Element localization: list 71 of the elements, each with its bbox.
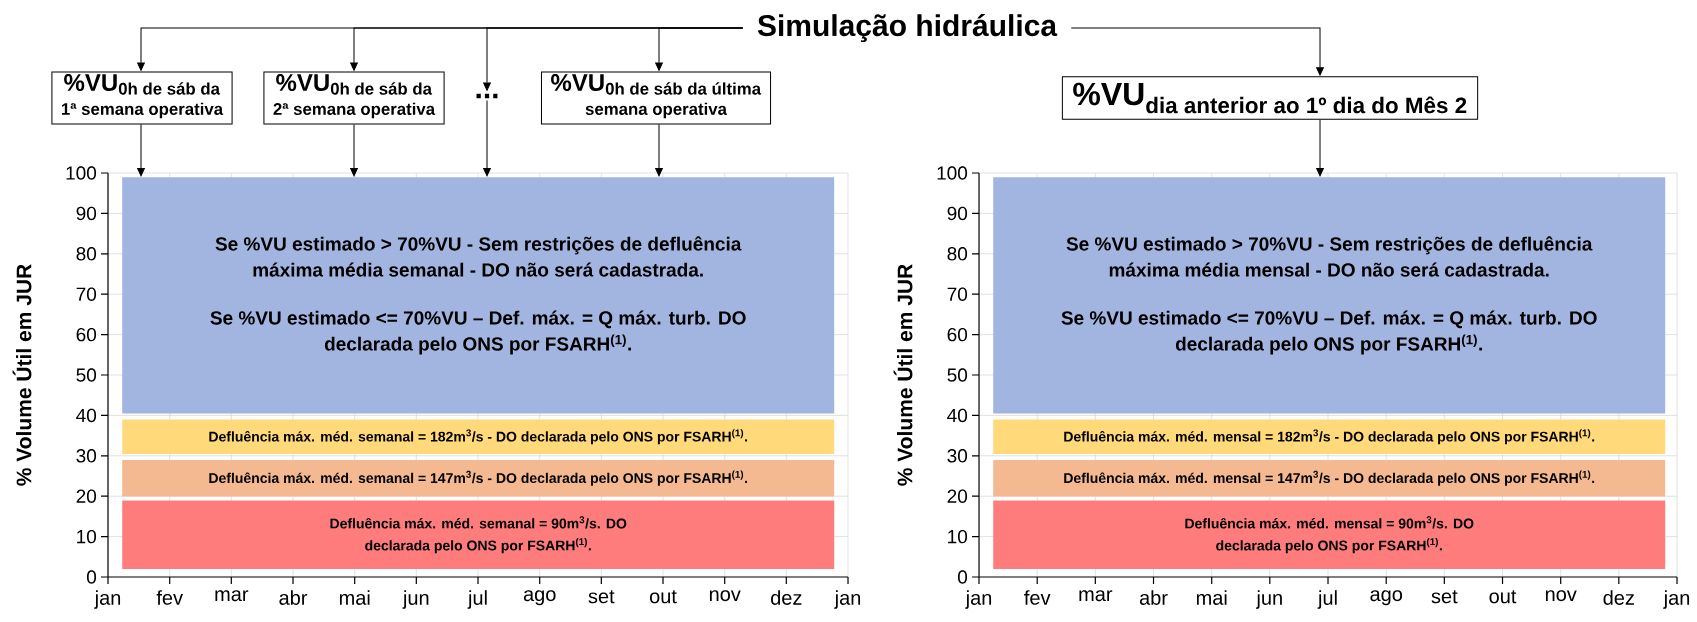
- tick-label: 0: [87, 570, 97, 584]
- tick-label: dez: [1603, 590, 1634, 605]
- tick-label: jan: [834, 590, 861, 609]
- tick-label: 50: [947, 368, 968, 382]
- tick-label: 90: [76, 206, 97, 221]
- tick-label: 40: [76, 408, 97, 423]
- tick-label: set: [588, 590, 615, 604]
- tick-label: set: [1431, 590, 1458, 604]
- tick-label: 70: [947, 287, 968, 301]
- tick-label: jul: [467, 590, 487, 609]
- tick-label: 30: [947, 449, 968, 463]
- tick-label: jan: [965, 590, 992, 609]
- band: Defluência máx. méd. semanal = 182m$^{3}$/s - DO declarada pelo ONS por FSARH$^{(1)}$.: [122, 419, 835, 454]
- tick-label: out: [649, 590, 677, 604]
- arrow: [655, 124, 663, 177]
- arrow: [655, 27, 744, 71]
- tick-label: abr: [279, 590, 308, 605]
- band: Se %VU estimado > 70%VU - Sem restrições de defluência máxima média mensal - DO não será cadastrada. Se %VU estimado <= 70%VU – Def. máx. = Q máx. turb. DO declarada pelo ONS por FSARH$^{(1)}$.: [993, 177, 1666, 414]
- tick-label: mai: [339, 590, 370, 605]
- tick-label: jan: [94, 590, 121, 609]
- tick-label: jul: [1317, 590, 1337, 609]
- arrow: [350, 124, 358, 177]
- tick-label: 50: [76, 368, 97, 382]
- tick-label: 80: [76, 247, 97, 261]
- band: Defluência máx. méd. mensal = 90m$^{3}$/s. DO declarada pelo ONS por FSARH$^{(1)}$.: [993, 500, 1666, 570]
- tick-label: 0: [958, 570, 968, 584]
- tick-label: 10: [77, 529, 97, 544]
- label-box: $\begin{array}{c}\text{\%VU}_{\text{0h de sáb da}}\\ \scriptstyle\text{2ª semana operativa}\end{array}$: [263, 71, 445, 125]
- tick-label: dez: [771, 590, 802, 605]
- ellipsis: ...: [476, 93, 498, 99]
- tick-label: mai: [1196, 590, 1227, 605]
- tick-label: out: [1489, 590, 1517, 604]
- band: Se %VU estimado > 70%VU - Sem restrições de defluência máxima média semanal - DO não será cadastrada. Se %VU estimado <= 70%VU – Def. máx. = Q máx. turb. DO declarada pelo ONS por FSARH$^{(1)}$.: [122, 177, 835, 414]
- arrow: [137, 124, 145, 177]
- tick-label: mar: [215, 590, 249, 602]
- tick-label: fev: [156, 590, 183, 605]
- tick-label: jan: [1663, 590, 1690, 609]
- tick-label: 70: [76, 287, 97, 301]
- tick-label: 60: [76, 327, 97, 342]
- tick-label: ago: [1370, 590, 1403, 606]
- tick-label: 30: [76, 449, 97, 463]
- title: Simulação hidráulica: [757, 13, 1058, 43]
- tick-label: jun: [1256, 590, 1282, 609]
- band: Defluência máx. méd. mensal = 182m$^{3}$/s - DO declarada pelo ONS por FSARH$^{(1)}$.: [993, 419, 1666, 454]
- tick-label: jun: [402, 590, 429, 609]
- tick-label: nov: [1545, 590, 1577, 602]
- tick-label: 20: [76, 489, 97, 503]
- label-box: $\text{\%VU}_{\text{dia anterior ao 1º dia do Mês 2}}$: [1061, 76, 1479, 120]
- tick-label: 10: [948, 529, 968, 544]
- axis-title: % Volume Útil em JUR: [12, 264, 32, 486]
- tick-label: abr: [1139, 590, 1168, 605]
- axis-title: % Volume Útil em JUR: [893, 264, 913, 486]
- tick-label: 20: [947, 489, 968, 503]
- arrow: [1316, 119, 1324, 177]
- band: Defluência máx. méd. semanal = 90m$^{3}$/s. DO declarada pelo ONS por FSARH$^{(1)}$.: [122, 500, 835, 570]
- tick-label: mar: [1079, 590, 1113, 602]
- band: Defluência máx. méd. mensal = 147m$^{3}$/s - DO declarada pelo ONS por FSARH$^{(1)}$.: [993, 460, 1666, 497]
- tick-label: ago: [523, 590, 556, 606]
- tick-label: 80: [947, 247, 968, 261]
- tick-label: 100: [66, 166, 97, 180]
- label-box: $\begin{array}{c}\text{\%VU}_{\text{0h de sáb da}}\\ \scriptstyle\text{1ª semana operativa}\end{array}$: [51, 71, 233, 125]
- label-box: $\begin{array}{c}\text{\%VU}_{\text{0h de sáb da última}}\\ \scriptstyle\text{semana operativa}\end{array}$: [540, 71, 772, 125]
- tick-label: 40: [947, 408, 968, 423]
- tick-label: 100: [937, 166, 968, 180]
- tick-label: fev: [1024, 590, 1051, 605]
- arrow: [1070, 27, 1324, 76]
- tick-label: nov: [709, 590, 741, 602]
- arrow: [483, 99, 491, 177]
- band: Defluência máx. méd. semanal = 147m$^{3}$/s - DO declarada pelo ONS por FSARH$^{(1)}$.: [122, 460, 835, 497]
- tick-label: 90: [947, 206, 968, 221]
- tick-label: 60: [947, 327, 968, 342]
